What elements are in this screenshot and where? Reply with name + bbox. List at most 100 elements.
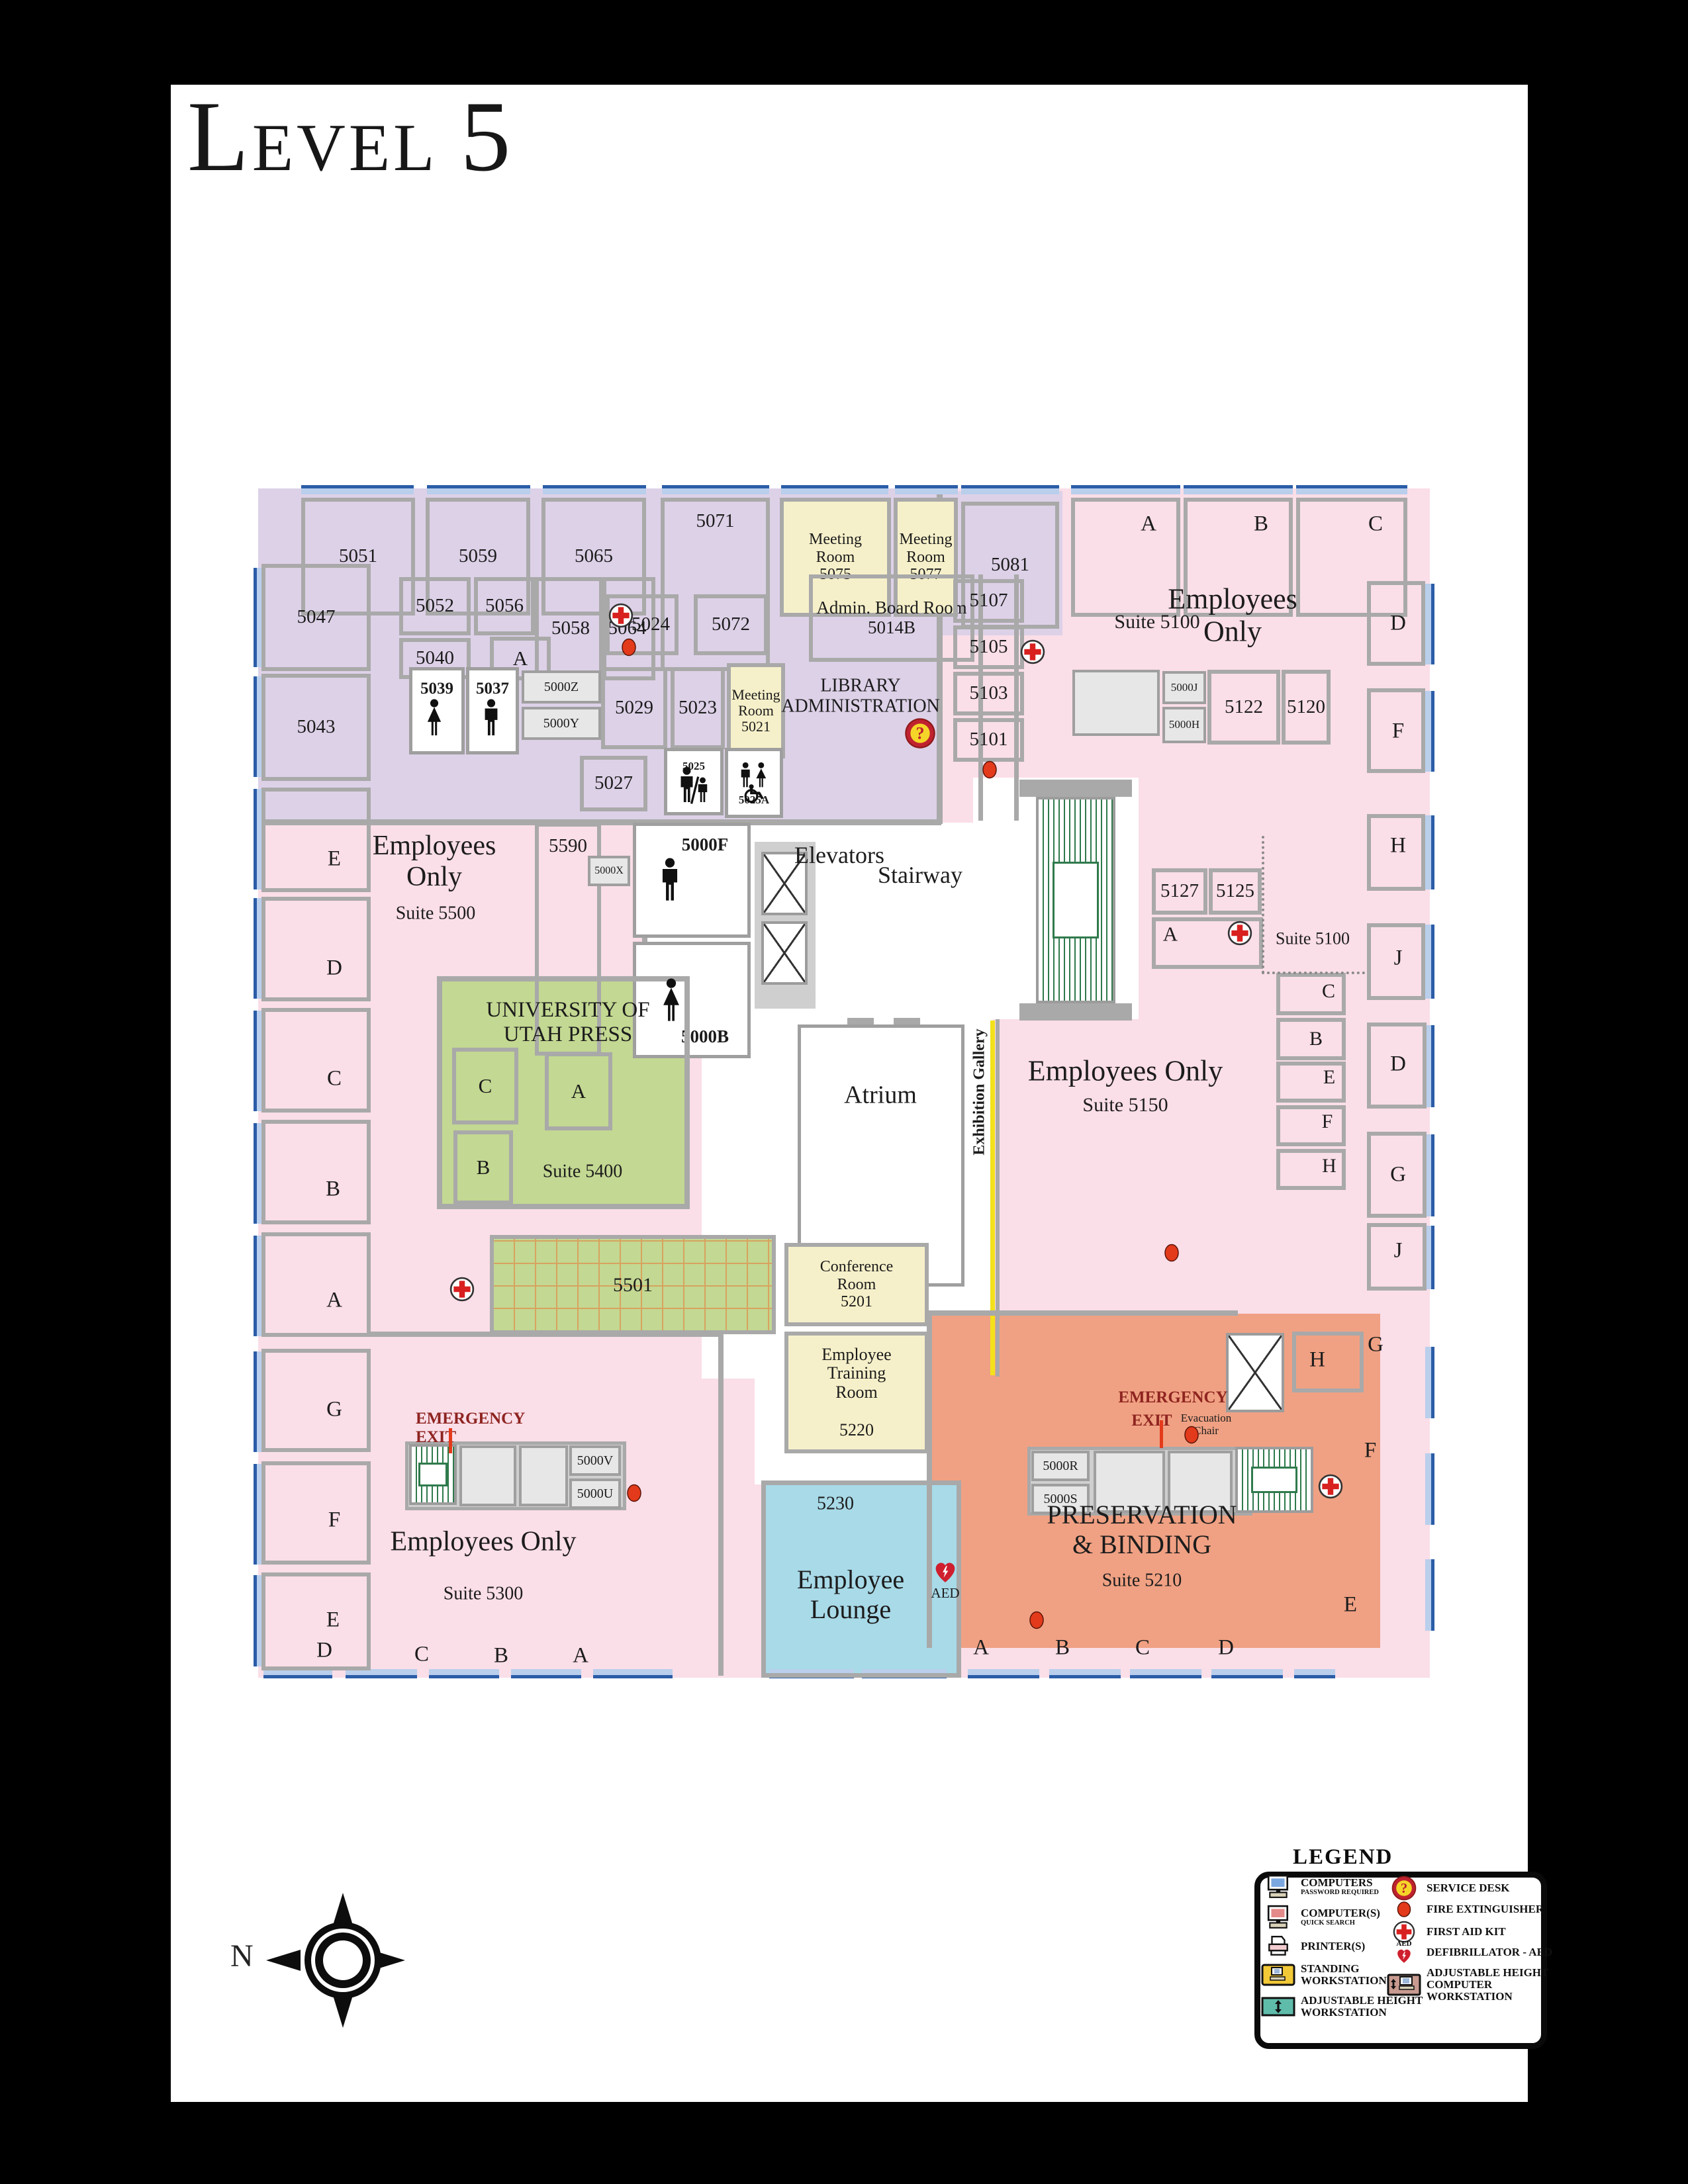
- label-employees-only: Employees Only: [390, 1526, 577, 1557]
- window-strip: [1425, 584, 1434, 664]
- room-col-b: [1276, 1018, 1346, 1060]
- family-icon: [677, 766, 711, 806]
- pres-cell-2: [1168, 1451, 1233, 1513]
- room-label: Meeting Room 5021: [731, 686, 780, 735]
- label-emergency-exit: EMERGENCY EXIT: [416, 1410, 526, 1446]
- label-b: B: [325, 1177, 341, 1201]
- room-5122: 5122: [1207, 670, 1280, 745]
- computer-red-icon: [1263, 1905, 1293, 1930]
- window-strip: [1425, 1134, 1434, 1216]
- window-strip: [1425, 1226, 1434, 1289]
- svg-text:?: ?: [1401, 1880, 1408, 1896]
- firedot-icon: [1184, 1426, 1199, 1444]
- room-label: 5071: [696, 510, 735, 531]
- room-d-left: [261, 897, 371, 1001]
- room-5107: 5107: [953, 579, 1024, 623]
- room-label: 5023: [679, 697, 717, 719]
- label-f: F: [1321, 1111, 1333, 1133]
- legend-item-fire-ext: FIRE EXTINGUISHER: [1389, 1901, 1544, 1917]
- compass-south-point-icon: [332, 1993, 353, 2028]
- room-5000Z: 5000Z: [522, 670, 601, 704]
- label-b: B: [1253, 512, 1269, 536]
- room-label: 5047: [297, 606, 336, 628]
- window-strip: [254, 1575, 263, 1666]
- firedot-icon: [982, 760, 997, 779]
- label-g: G: [326, 1397, 342, 1422]
- label-library-administration: LIBRARY ADMINISTRATION: [781, 675, 940, 717]
- wall: [258, 819, 941, 825]
- room-e1-left: [261, 788, 371, 892]
- room-label: 5000F: [681, 835, 729, 854]
- wall: [1019, 780, 1132, 797]
- window-strip: [1425, 691, 1434, 772]
- firedot-icon: [622, 638, 636, 657]
- room-label: 5056: [485, 595, 524, 617]
- window-strip: [1425, 925, 1434, 999]
- suite-5100-boundary-v: [1262, 836, 1264, 974]
- window-strip: [263, 1669, 332, 1678]
- fire-ext-icon: [1389, 1901, 1419, 1917]
- window-strip: [427, 485, 530, 494]
- wall: [1019, 1003, 1132, 1021]
- suite-5100-boundary-h: [1262, 972, 1365, 974]
- woman-icon: [425, 699, 444, 737]
- window-strip: [254, 1464, 263, 1565]
- stair-landing: [1251, 1467, 1297, 1493]
- stair-preservation: [1235, 1447, 1313, 1513]
- label-e: E: [1323, 1066, 1336, 1089]
- label-b: B: [493, 1643, 509, 1668]
- room-label: A: [512, 646, 528, 670]
- title-level-number: 5: [460, 81, 514, 192]
- elevator-shaft-preservation: [1226, 1333, 1284, 1412]
- servicedesk-icon: ?: [903, 716, 937, 751]
- room-5101: 5101: [953, 718, 1024, 762]
- window-strip: [254, 789, 263, 889]
- legend-item-computer-red: COMPUTER(S)QUICK SEARCH: [1263, 1905, 1380, 1930]
- window-strip: [254, 898, 263, 999]
- window-strip: [1296, 485, 1407, 494]
- firedot-icon: [1029, 1611, 1044, 1629]
- room-col-c: [1276, 973, 1346, 1015]
- room-label: Conference Room 5201: [820, 1258, 894, 1311]
- room-5047: 5047: [261, 564, 371, 671]
- room-label: 5058: [551, 617, 590, 639]
- label-e: E: [1343, 1592, 1358, 1617]
- firstaid-icon: [1227, 921, 1252, 946]
- window-strip: [301, 485, 414, 494]
- wall: [847, 1018, 874, 1024]
- cell-sw-2: [519, 1445, 568, 1506]
- room-label: 5024: [632, 614, 670, 635]
- computer-blue-icon: [1263, 1874, 1293, 1899]
- room-a-top: [1071, 498, 1180, 617]
- firstaid-icon: [449, 1277, 475, 1302]
- stair-landing: [1052, 862, 1100, 938]
- firstaid-icon: [1020, 639, 1045, 664]
- room-label: B: [476, 1155, 491, 1179]
- label-suite-5210: Suite 5210: [1102, 1570, 1182, 1591]
- room-f-left: [261, 1461, 371, 1565]
- room-label: 5000Y: [543, 716, 580, 731]
- compass-center: [323, 1940, 363, 1980]
- room-j2-right: [1367, 1223, 1427, 1291]
- legend-item-label: FIRST AID KIT: [1427, 1925, 1506, 1938]
- label-employees-only: Employees Only: [1168, 582, 1297, 648]
- window-strip: [254, 1123, 263, 1224]
- room-5039: 5039: [409, 667, 465, 754]
- label-h: H: [1309, 1347, 1325, 1372]
- room-e2-left: [261, 1572, 371, 1670]
- compass-north-label: N: [230, 1938, 254, 1974]
- stair-southwest: [409, 1444, 457, 1505]
- room-col-h: [1276, 1149, 1346, 1190]
- room-label: 5072: [712, 614, 750, 635]
- room-5000H: 5000H: [1162, 707, 1206, 743]
- window-strip: [1425, 1025, 1434, 1107]
- room-5029: 5029: [601, 667, 667, 749]
- title-letters-small: EVEL: [252, 111, 438, 185]
- press-outline: [437, 976, 690, 1209]
- legend-item-label: DEFIBRILLATOR - AED: [1427, 1945, 1553, 1958]
- room-5000F: 5000F: [633, 823, 751, 938]
